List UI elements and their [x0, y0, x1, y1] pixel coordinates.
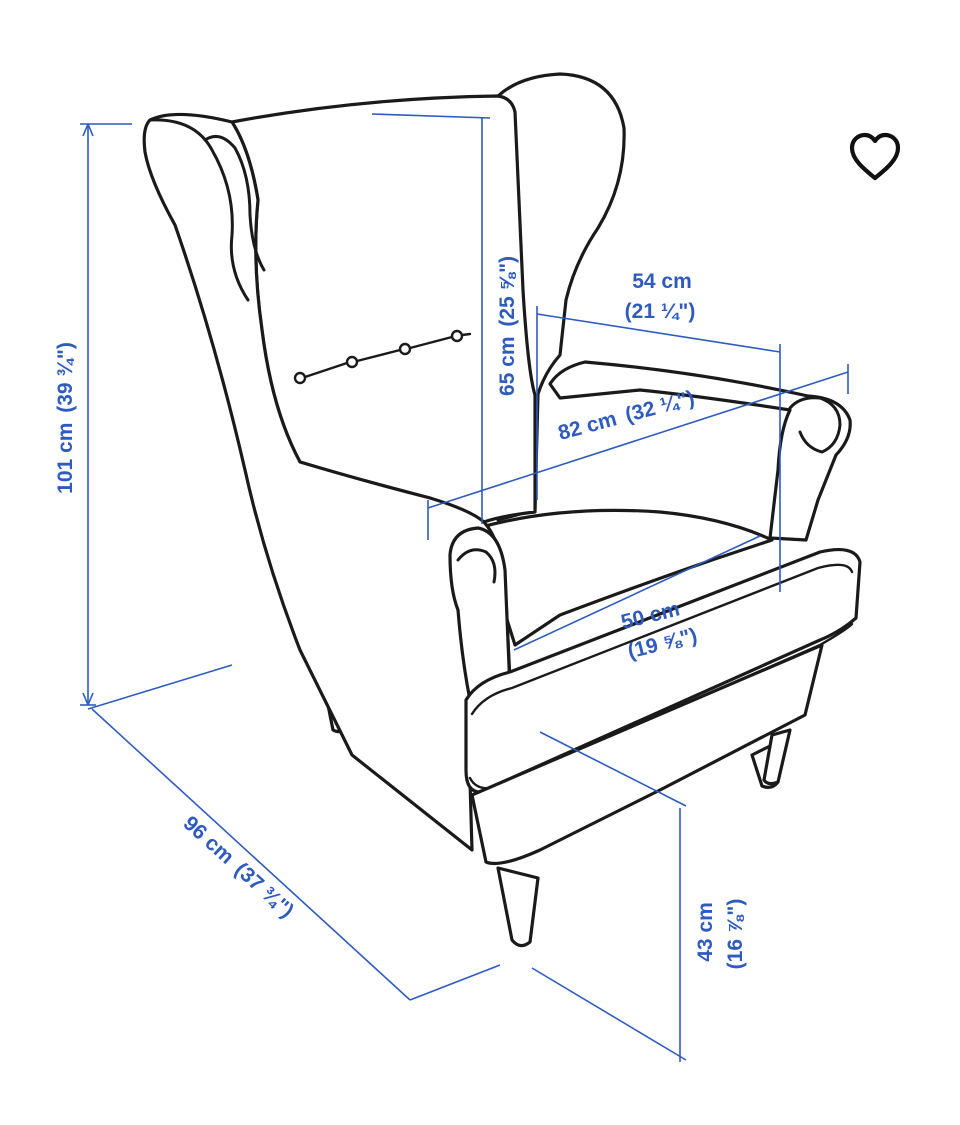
heart-icon [849, 132, 901, 181]
seat-width-back-metric: 54 cm [632, 270, 692, 293]
base-skirt [470, 643, 824, 866]
front-rail-piping-top [470, 563, 854, 716]
right-arm [548, 360, 852, 542]
front-seat-rail [464, 548, 862, 794]
seat-width-back-imperial: (21 ¼") [625, 300, 696, 323]
right-arm-scroll [788, 396, 842, 454]
depth-front-extension [409, 964, 501, 1001]
tufting-buttons [293, 329, 472, 385]
front-left-leg [496, 866, 540, 948]
depth-imperial: (37 ¾") [230, 858, 298, 922]
favorite-button[interactable] [846, 130, 904, 184]
left-wing-scroll [203, 134, 266, 272]
depth-dimension-line [91, 708, 411, 1001]
seat-width-back-dimension-line [536, 313, 781, 353]
front-right-leg [762, 728, 792, 786]
depth-back-extension [87, 664, 233, 710]
width-dimension-line [427, 371, 849, 509]
back-height-metric: 65 cm [496, 336, 519, 396]
height-label: 101 cm (39 ¾") [54, 342, 77, 494]
back-height-label: 65 cm (25 ⅝") [496, 256, 519, 396]
seat-height-bottom-extension [531, 967, 687, 1061]
dimension-lines [80, 113, 849, 1062]
seat-depth-dimension-line [513, 535, 761, 651]
depth-label: 96 cm (37 ¾") [179, 812, 298, 923]
tufting-seam [303, 332, 472, 379]
height-imperial: (39 ¾") [54, 342, 77, 413]
back-height-top-extension [371, 113, 491, 119]
back-height-imperial: (25 ⅝") [496, 256, 519, 327]
seat-cushion [476, 508, 774, 647]
depth-metric: 96 cm [179, 812, 239, 869]
height-arrowheads [82, 123, 94, 706]
width-metric: 82 cm [556, 407, 619, 445]
left-arm-scroll [456, 548, 497, 584]
left-wing-inner-edge [148, 118, 250, 302]
seat-height-metric: 43 cm [694, 902, 717, 962]
seat-height-imperial: (16 ⅞") [724, 899, 747, 970]
seat-height-top-extension [539, 731, 687, 807]
height-metric: 101 cm [54, 423, 77, 494]
armchair-illustration [142, 72, 862, 948]
